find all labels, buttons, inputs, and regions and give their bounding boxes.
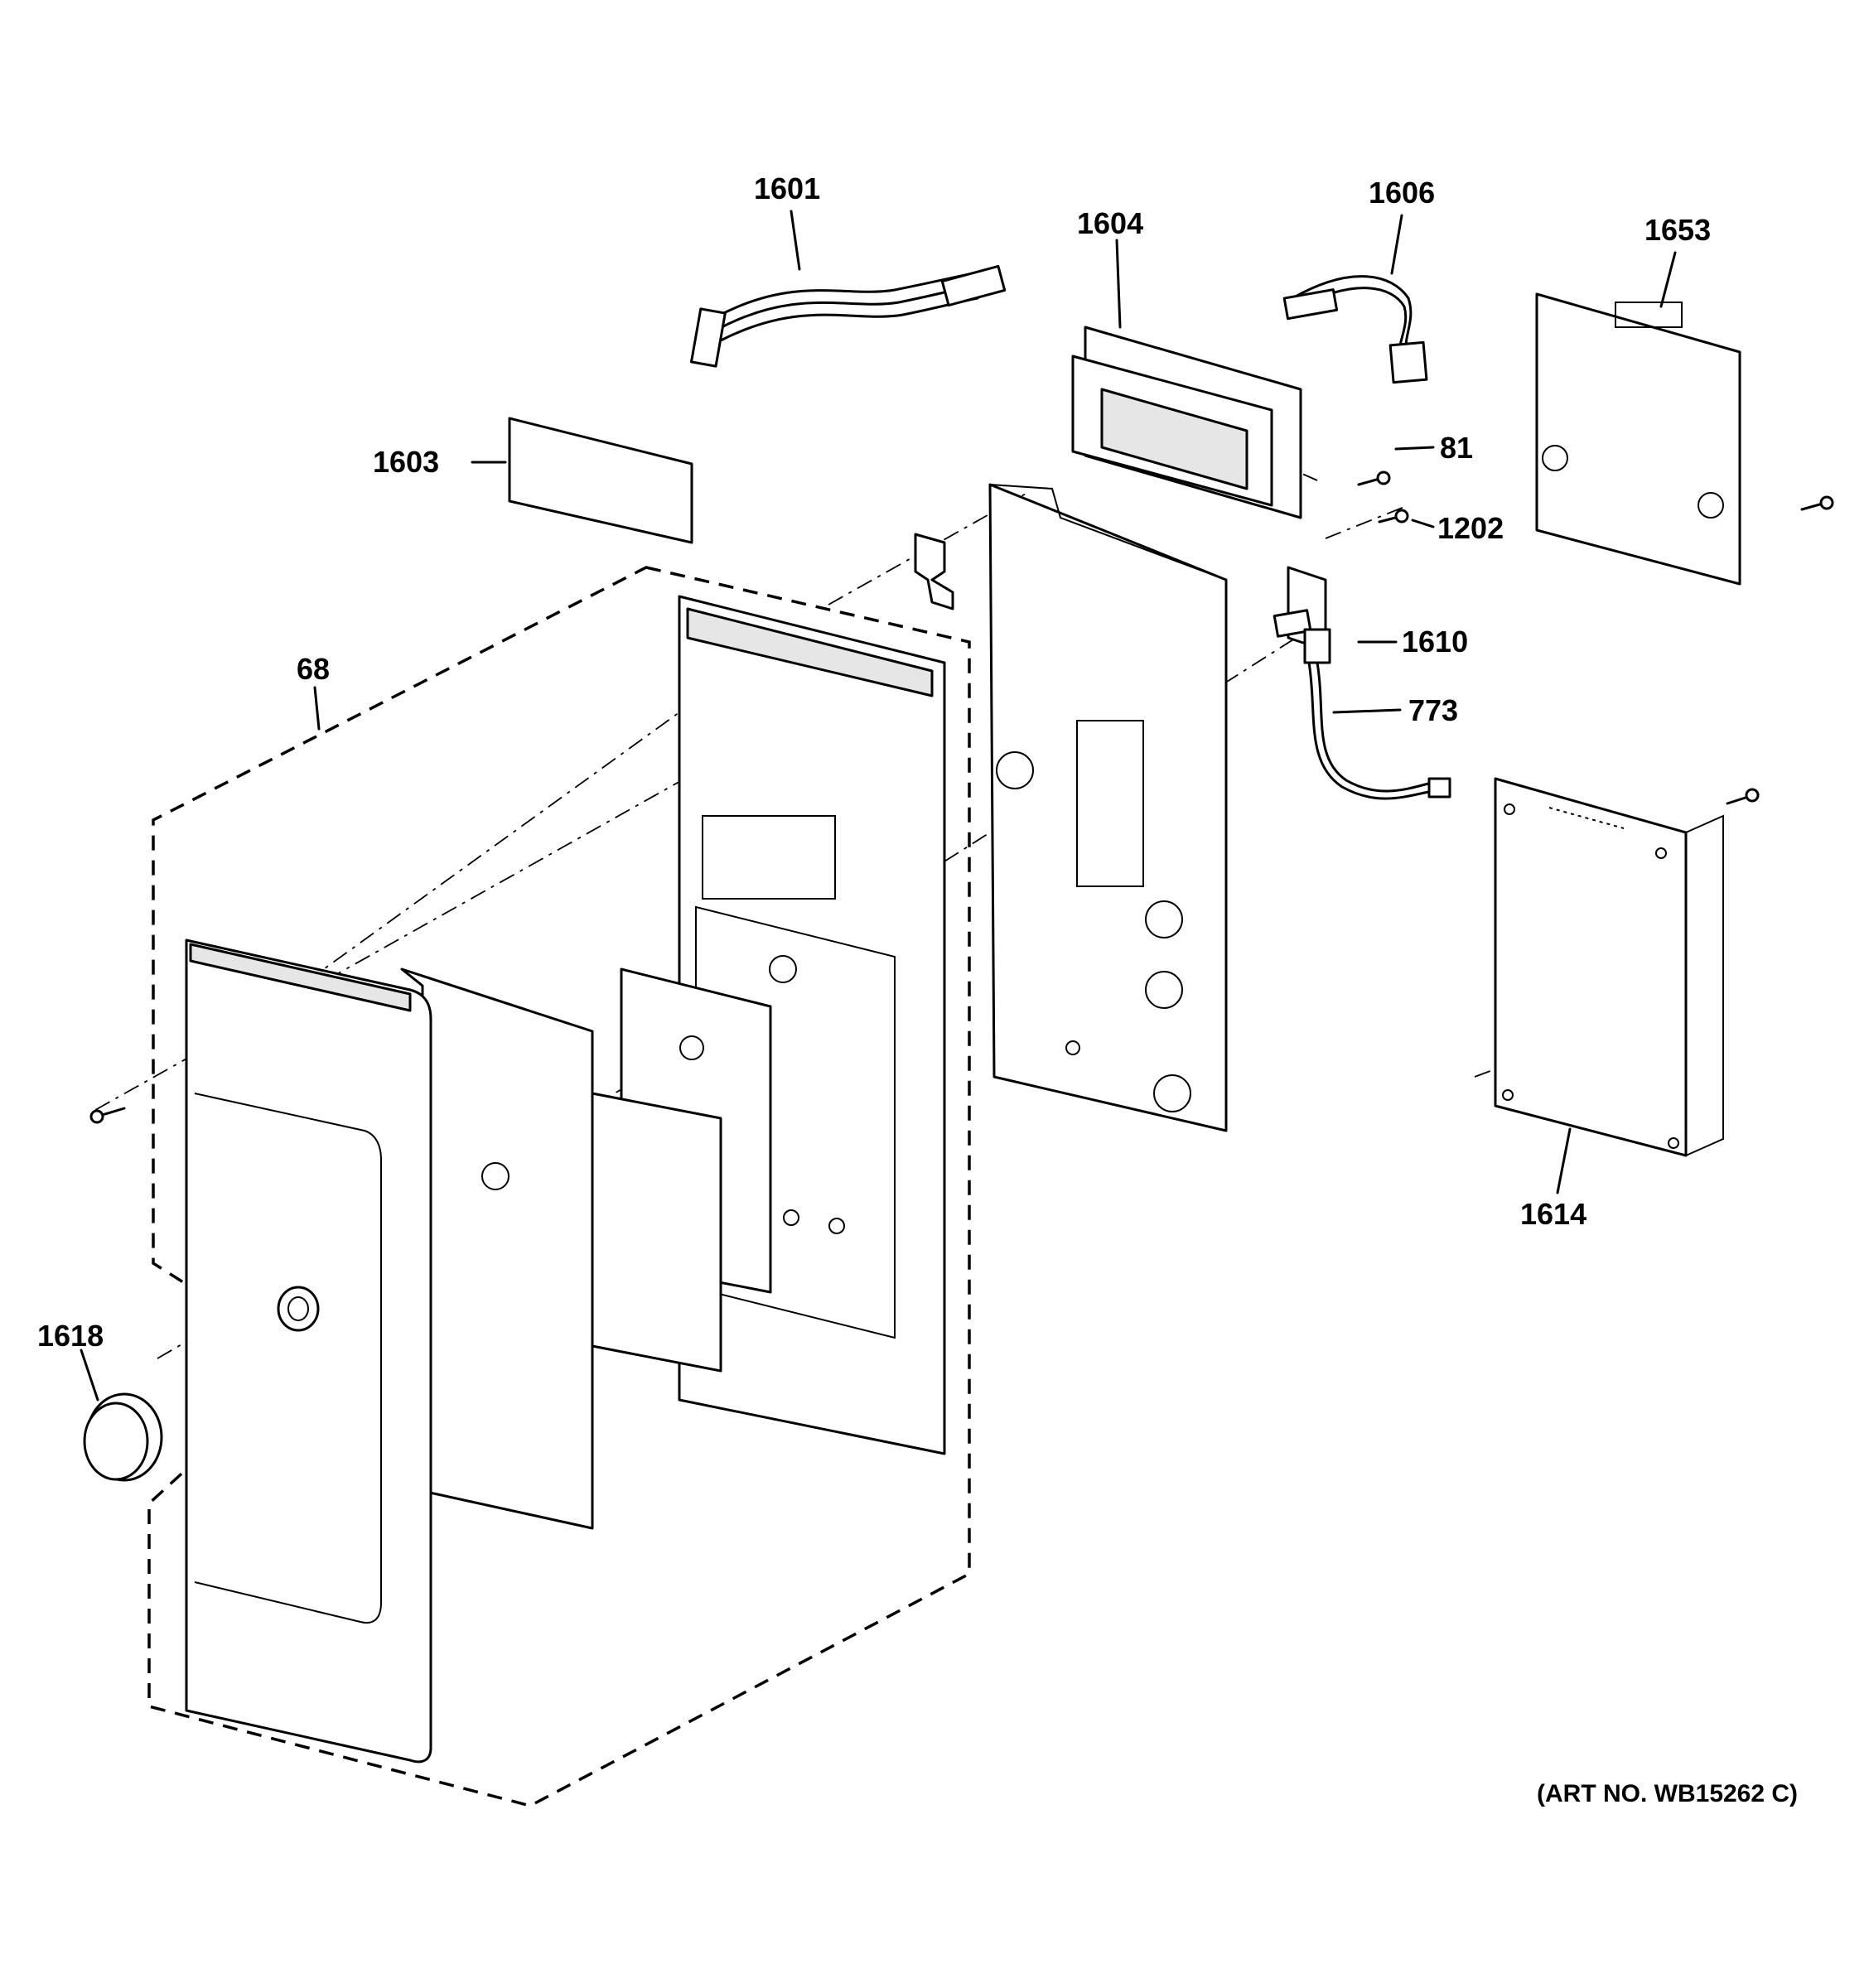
screw-81 [1357, 470, 1391, 486]
back-frame [988, 483, 1228, 1132]
ribbon-cable-1606 [1282, 275, 1428, 384]
label-1618: 1618 [37, 1319, 104, 1353]
circuit-board-1653 [1535, 292, 1741, 586]
front-escutcheon [185, 939, 432, 1764]
label-81: 81 [1440, 431, 1473, 465]
label-773: 773 [1408, 693, 1458, 727]
knob-bushing [277, 1286, 320, 1332]
label-1202: 1202 [1437, 511, 1504, 545]
screw-1202 [1378, 509, 1409, 524]
label-1653: 1653 [1644, 213, 1711, 247]
display-1604 [1071, 326, 1302, 519]
pad-1603 [508, 417, 693, 544]
screw-1614 [1726, 788, 1760, 805]
front-plate [400, 967, 594, 1530]
label-1614: 1614 [1520, 1197, 1586, 1231]
label-1606: 1606 [1369, 176, 1435, 210]
screw-1653 [1800, 495, 1834, 511]
circuit-board-1614 [1494, 777, 1724, 1157]
leader-lines [80, 210, 1677, 1402]
bracket [914, 533, 954, 610]
art-number: (ART NO. WB15262 C) [1537, 1780, 1798, 1807]
insulating-sheet [591, 1092, 722, 1373]
assembly-68-boundary [147, 566, 971, 1807]
screw-front [89, 1107, 126, 1124]
label-1610: 1610 [1402, 625, 1468, 659]
switch-1610 [1273, 566, 1331, 664]
harness-773 [1307, 661, 1451, 800]
label-1601: 1601 [754, 171, 820, 205]
label-68: 68 [297, 652, 330, 686]
label-1603: 1603 [373, 445, 439, 479]
knob-1618 [83, 1392, 163, 1482]
wire-harness-1601 [689, 264, 1007, 368]
label-1604: 1604 [1077, 206, 1143, 240]
